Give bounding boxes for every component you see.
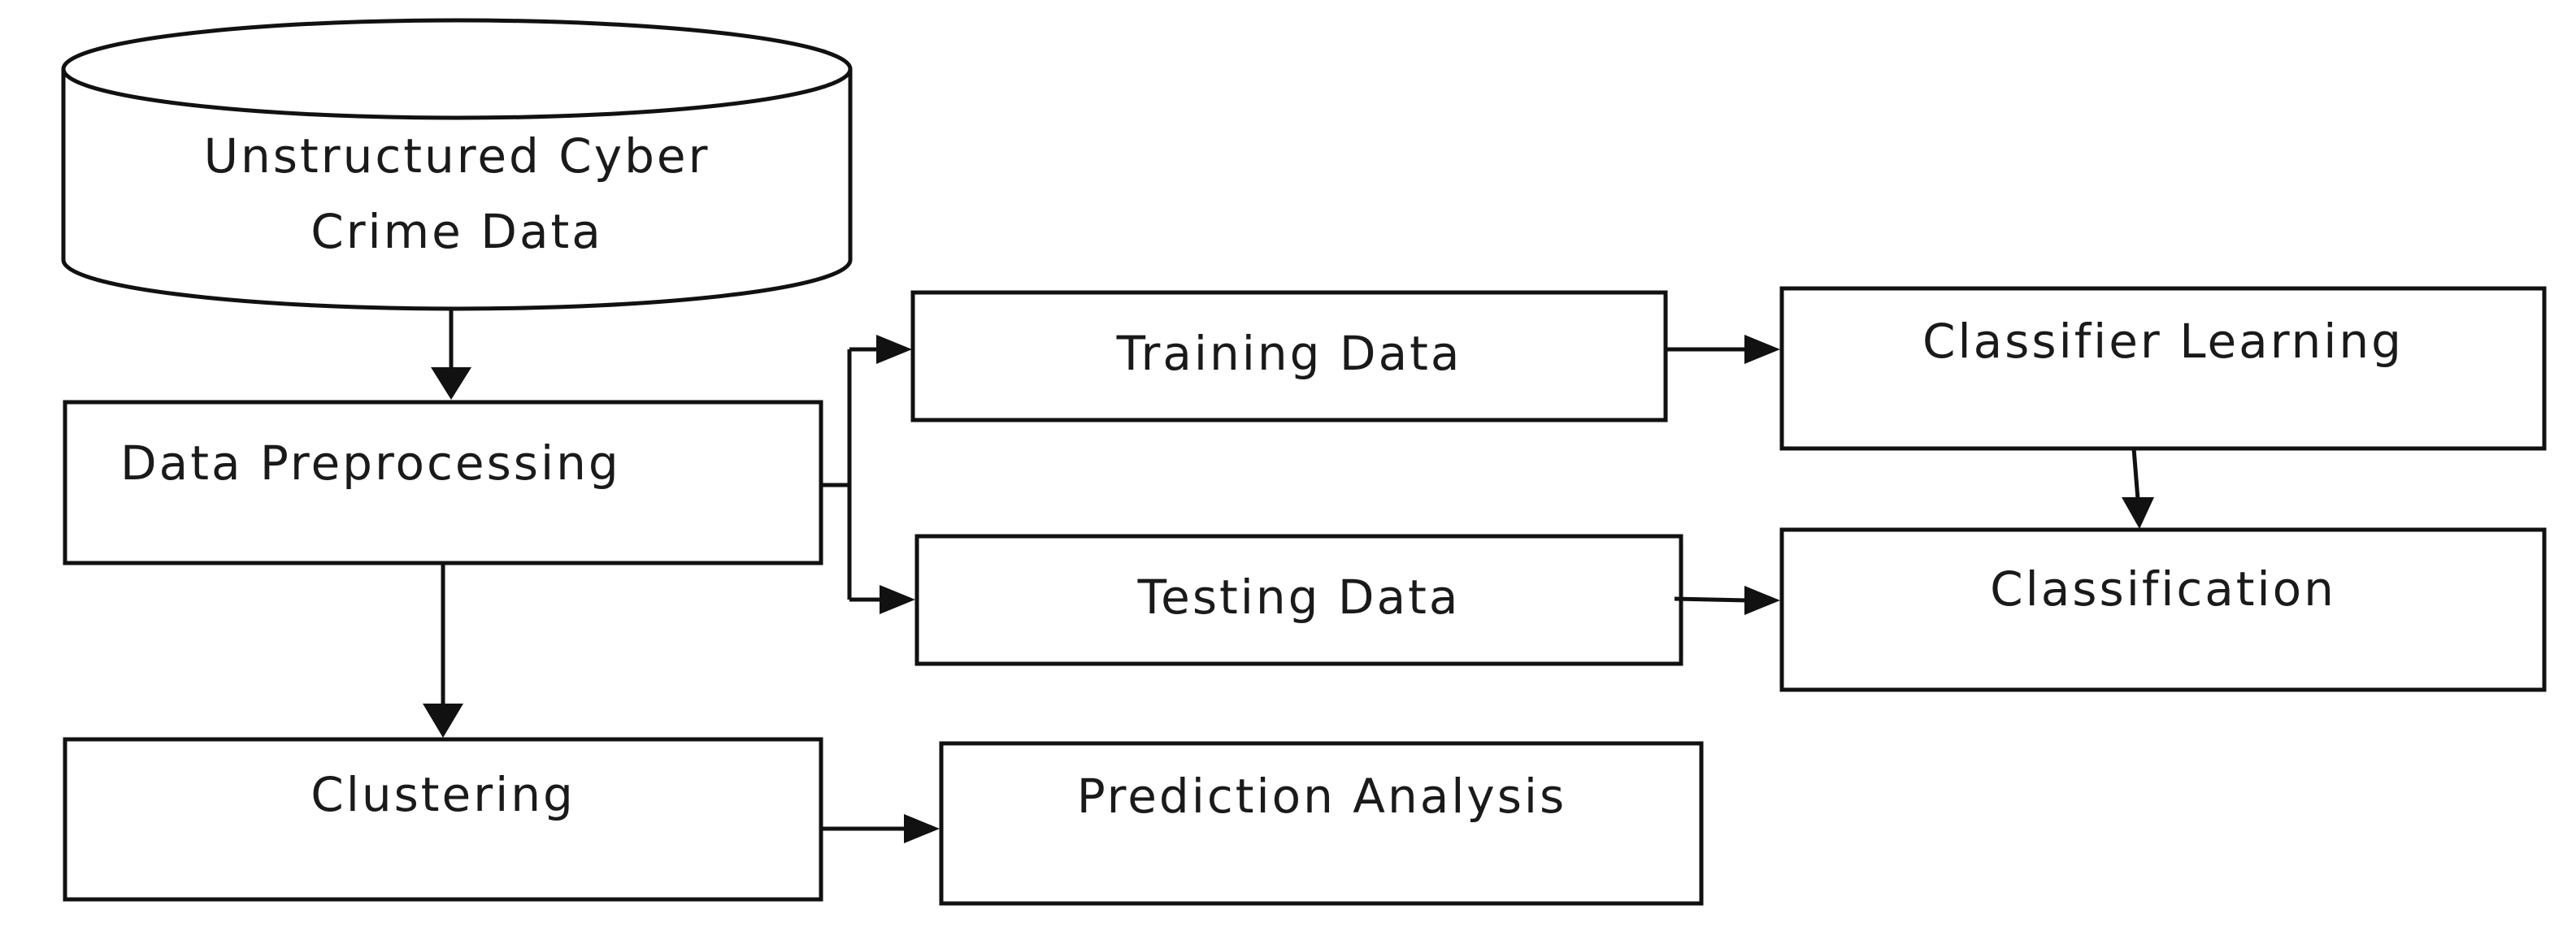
training-data-box [910, 290, 1668, 422]
classifier-learning-label: Classifier Learning [1922, 314, 2404, 369]
classifier-learning-node: Classifier Learning [1779, 286, 2547, 451]
testing-data-label: Testing Data [1137, 570, 1461, 625]
training-data-label: Training Data [1116, 326, 1462, 381]
training-data-node: Training Data [910, 290, 1668, 422]
edge-classifier-to-classification [2122, 448, 2154, 529]
classification-label: Classification [1990, 561, 2336, 617]
prediction-analysis-node: Prediction Analysis [939, 741, 1704, 906]
unstructured-data-label-line2: Crime Data [311, 204, 603, 259]
classification-box [1779, 527, 2547, 692]
database-cylinder: Unstructured Cyber Crime Data [61, 18, 853, 311]
clustering-label: Clustering [311, 767, 576, 822]
data-preprocessing-node: Data Preprocessing [63, 400, 823, 565]
prediction-analysis-label: Prediction Analysis [1077, 769, 1567, 824]
clustering-node: Clustering [63, 737, 823, 902]
cylinder-top [61, 18, 853, 120]
edge-data-to-preprocessing [431, 309, 471, 400]
edge-testing-to-classification [1674, 586, 1780, 615]
edge-preprocessing-to-clustering [423, 563, 463, 738]
edge-clustering-to-prediction [821, 814, 940, 843]
clustering-box [63, 737, 823, 902]
cylinder-body [61, 69, 853, 311]
classifier-learning-box [1779, 286, 2547, 451]
classification-node: Classification [1779, 527, 2547, 692]
unstructured-data-label-line1: Unstructured Cyber [204, 128, 710, 184]
prediction-analysis-box [939, 741, 1704, 906]
testing-data-box [914, 534, 1683, 666]
testing-data-node: Testing Data [914, 534, 1683, 666]
edge-preprocessing-branch [821, 335, 915, 614]
edge-training-to-classifier [1666, 335, 1780, 364]
data-preprocessing-box [63, 400, 823, 565]
data-preprocessing-label: Data Preprocessing [120, 435, 621, 491]
